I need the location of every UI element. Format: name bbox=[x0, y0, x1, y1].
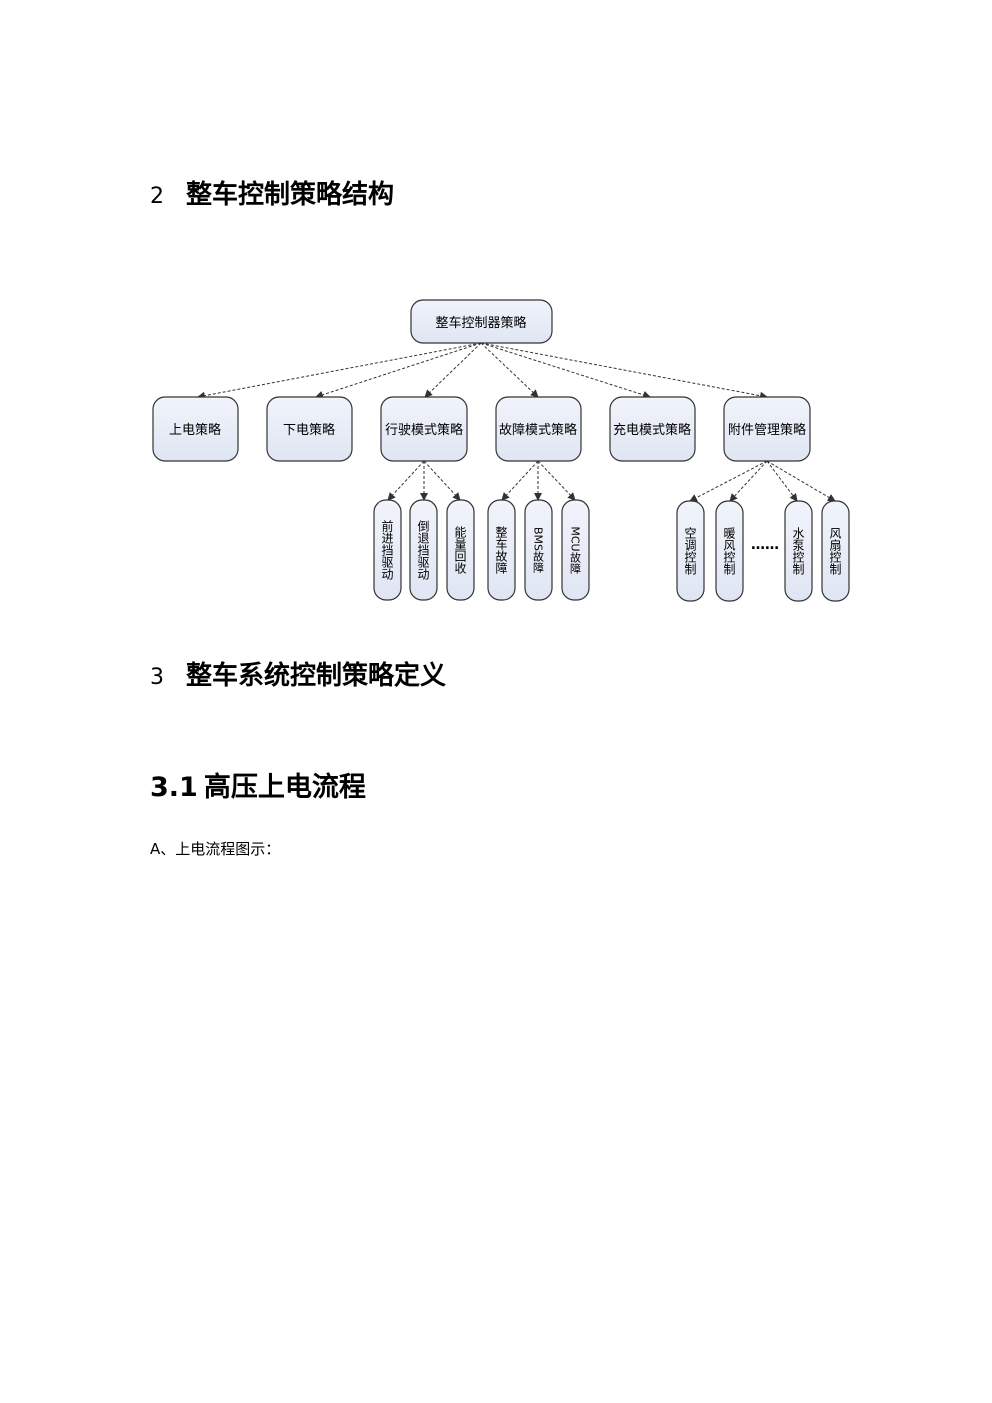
diagram-node-bms-fault: BMS故障 bbox=[524, 499, 553, 601]
diagram-node-fan-control: 风扇控制 bbox=[821, 500, 850, 602]
node-label: 能量回收 bbox=[453, 526, 467, 575]
section-3-heading: 3 整车系统控制策略定义 bbox=[150, 655, 446, 692]
section-number: 3.1 bbox=[150, 772, 198, 803]
control-strategy-diagram: 整车控制器策略 上电策略 下电策略 行驶模式策略 故障模式策略 充电模式策略 附… bbox=[152, 299, 850, 602]
diagram-node-fault-mode: 故障模式策略 bbox=[495, 396, 582, 462]
node-label: 上电策略 bbox=[169, 422, 221, 438]
diagram-node-power-on: 上电策略 bbox=[152, 396, 239, 462]
node-label: 整车故障 bbox=[494, 525, 508, 574]
node-label: 前进挡驱动 bbox=[380, 519, 394, 580]
node-label: 倒退挡驱动 bbox=[416, 520, 430, 580]
diagram-node-charge-mode: 充电模式策略 bbox=[609, 396, 696, 462]
node-label: 空调控制 bbox=[683, 527, 697, 575]
diagram-node-vehicle-fault: 整车故障 bbox=[487, 499, 516, 601]
section-title: 整车控制策略结构 bbox=[186, 180, 395, 210]
node-label: BMS故障 bbox=[532, 527, 545, 573]
diagram-node-reverse-drive: 倒退挡驱动 bbox=[409, 499, 438, 601]
node-label: 行驶模式策略 bbox=[385, 422, 463, 438]
diagram-ellipsis: …… bbox=[751, 537, 779, 553]
section-title: 整车系统控制策略定义 bbox=[186, 661, 447, 691]
node-label: 整车控制器策略 bbox=[435, 315, 526, 331]
diagram-node-mcu-fault: MCU故障 bbox=[561, 499, 590, 601]
section-title: 高压上电流程 bbox=[203, 772, 366, 803]
node-label: 暖风控制 bbox=[722, 527, 736, 575]
diagram-node-power-off: 下电策略 bbox=[266, 396, 353, 462]
diagram-root-node: 整车控制器策略 bbox=[410, 299, 553, 344]
section-2-heading: 2 整车控制策略结构 bbox=[150, 174, 394, 211]
node-label: 水泵控制 bbox=[791, 527, 805, 575]
body-paragraph: A、上电流程图示： bbox=[150, 840, 281, 858]
diagram-node-energy-recovery: 能量回收 bbox=[446, 499, 475, 601]
diagram-node-accessory: 附件管理策略 bbox=[723, 396, 811, 462]
node-label: 附件管理策略 bbox=[728, 422, 806, 438]
section-number: 3 bbox=[150, 665, 164, 690]
node-label: 风扇控制 bbox=[828, 527, 842, 575]
node-label: 充电模式策略 bbox=[613, 422, 691, 438]
diagram-node-ac-control: 空调控制 bbox=[676, 500, 705, 602]
diagram-node-heater-control: 暖风控制 bbox=[715, 500, 744, 602]
diagram-node-pump-control: 水泵控制 bbox=[784, 500, 813, 602]
node-label: 下电策略 bbox=[283, 422, 335, 438]
node-label: 故障模式策略 bbox=[499, 422, 577, 438]
diagram-node-forward-drive: 前进挡驱动 bbox=[373, 499, 402, 601]
section-number: 2 bbox=[150, 184, 164, 209]
node-label: MCU故障 bbox=[569, 526, 582, 573]
diagram-node-drive-mode: 行驶模式策略 bbox=[380, 396, 468, 462]
